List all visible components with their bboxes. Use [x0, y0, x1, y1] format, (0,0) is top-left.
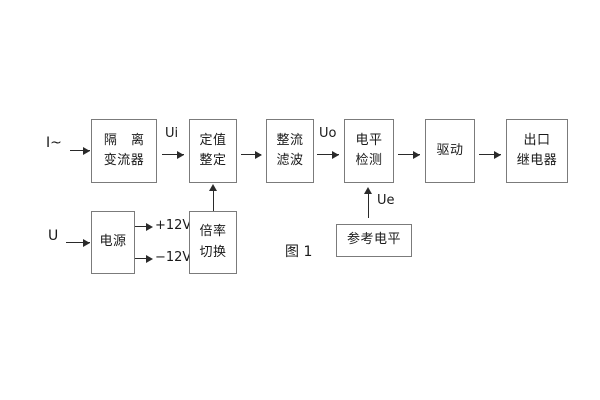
arrowhead-reference-to-level [364, 187, 372, 194]
signal-label-ui: Ui [165, 126, 179, 141]
connector-rectify-to-level [317, 154, 339, 155]
block-level-detect[interactable]: 电平 检测 [344, 119, 394, 183]
block-isolation-transformer-line2: 变流器 [103, 153, 145, 168]
connector-input-to-isolation [70, 150, 90, 151]
signal-label-ue: Ue [377, 193, 395, 208]
connector-level-to-drive [398, 154, 420, 155]
connector-rail-positive [135, 226, 151, 227]
arrowhead-drive-to-relay [494, 151, 501, 159]
rail-negative-label: −12V [155, 250, 192, 265]
connector-drive-to-relay [479, 154, 501, 155]
arrowhead-isolation-to-setpoint [177, 151, 184, 159]
connector-input-to-power-supply [66, 242, 90, 243]
arrowhead-setpoint-to-rectify [255, 151, 262, 159]
arrowhead-input-to-power-supply [83, 239, 90, 247]
block-level-detect-line1: 电平 [355, 132, 383, 148]
connector-multiplier-to-setpoint [213, 190, 214, 211]
block-reference-level-line1: 参考电平 [346, 232, 401, 248]
block-isolation-transformer[interactable]: 隔 离 变流器 [91, 119, 157, 183]
block-multiplier-switch[interactable]: 倍率 切换 [189, 211, 237, 274]
input-voltage-label: U [48, 228, 59, 244]
block-rectify-filter-line1: 整流 [276, 132, 304, 148]
arrowhead-input-to-isolation [83, 147, 90, 155]
connector-reference-to-level [368, 192, 369, 218]
block-output-relay-line2: 继电器 [516, 153, 558, 168]
block-output-relay-line1: 出口 [523, 132, 551, 148]
block-setpoint-adjust[interactable]: 定值 整定 [189, 119, 237, 183]
block-power-supply-line1: 电源 [99, 234, 127, 250]
block-drive[interactable]: 驱动 [425, 119, 475, 183]
arrowhead-rail-positive [146, 223, 153, 231]
block-level-detect-line2: 检测 [355, 153, 383, 168]
input-current-label: I~ [46, 135, 62, 151]
block-output-relay[interactable]: 出口 继电器 [506, 119, 568, 183]
arrowhead-rectify-to-level [332, 151, 339, 159]
block-setpoint-adjust-line2: 整定 [199, 153, 227, 168]
arrowhead-multiplier-to-setpoint [209, 184, 217, 191]
block-drive-line1: 驱动 [436, 142, 464, 158]
signal-label-uo: Uo [319, 126, 337, 141]
block-setpoint-adjust-line1: 定值 [199, 132, 227, 148]
block-multiplier-switch-line2: 切换 [199, 244, 227, 260]
block-multiplier-switch-line1: 倍率 [199, 224, 227, 240]
figure-caption: 图 1 [285, 244, 313, 260]
block-isolation-transformer-line1: 隔 离 [103, 132, 150, 148]
arrowhead-level-to-drive [413, 151, 420, 159]
block-rectify-filter-line2: 滤波 [276, 153, 304, 168]
block-reference-level[interactable]: 参考电平 [336, 224, 412, 257]
connector-setpoint-to-rectify [241, 154, 261, 155]
rail-positive-label: +12V [155, 218, 192, 233]
block-rectify-filter[interactable]: 整流 滤波 [266, 119, 314, 183]
block-power-supply[interactable]: 电源 [91, 211, 135, 274]
connector-rail-negative [135, 258, 151, 259]
arrowhead-rail-negative [146, 255, 153, 263]
connector-isolation-to-setpoint [162, 154, 184, 155]
